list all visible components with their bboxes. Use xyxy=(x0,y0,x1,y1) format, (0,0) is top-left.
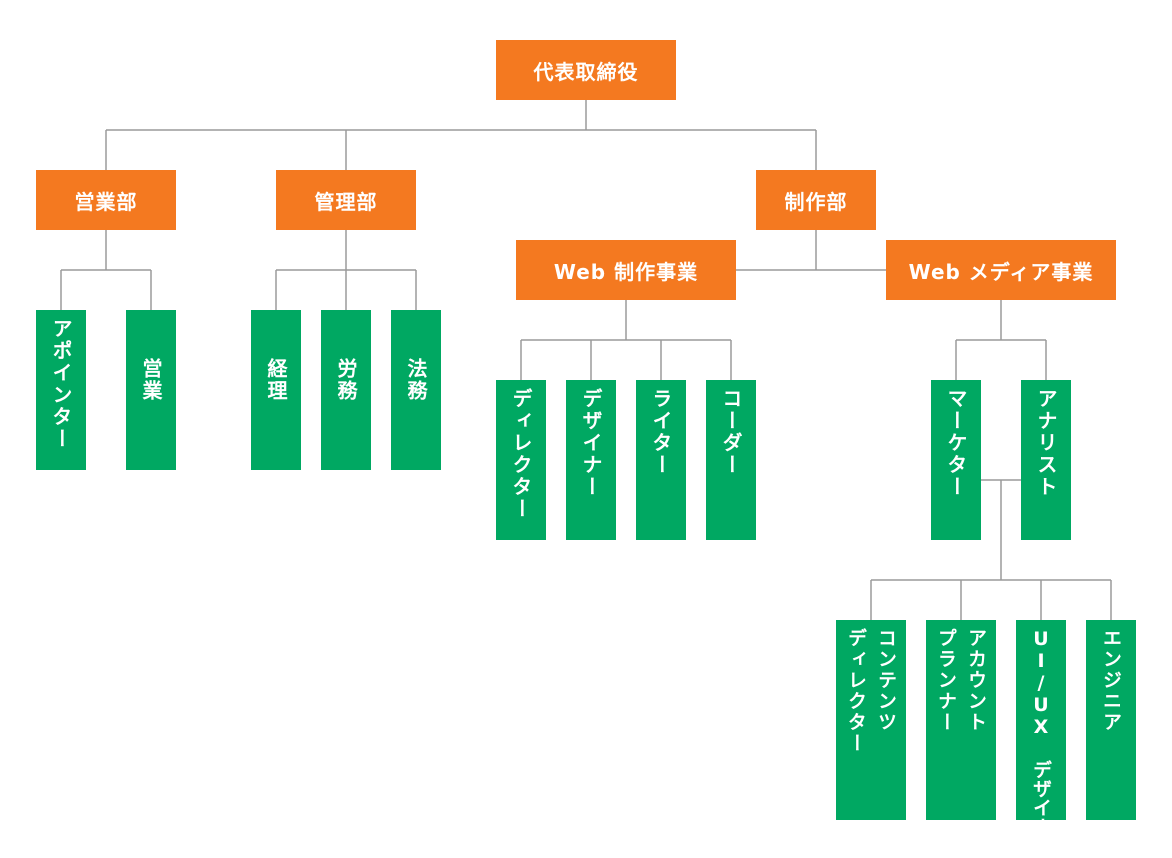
role-analyst: アナリスト xyxy=(1021,380,1071,540)
role-uiux-designer-label: UI/UX デザイナー xyxy=(1030,628,1052,855)
role-writer-label: ライター xyxy=(649,388,673,476)
sales-department-box: 営業部 xyxy=(36,170,176,230)
role-designer: デザイナー xyxy=(566,380,616,540)
role-content-director: コンテンツ ディレクター xyxy=(836,620,906,820)
role-designer-label: デザイナー xyxy=(579,388,603,498)
role-director: ディレクター xyxy=(496,380,546,540)
role-account-planner-label: アカウント プランナー xyxy=(935,628,987,733)
role-engineer: エンジニア xyxy=(1086,620,1136,820)
role-analyst-label: アナリスト xyxy=(1034,388,1058,498)
ceo-box: 代表取締役 xyxy=(496,40,676,100)
role-appointer-label: アポインター xyxy=(49,318,73,450)
role-marketer-label: マーケター xyxy=(944,388,968,498)
role-accounting-label: 経理 xyxy=(264,358,288,402)
role-account-planner: アカウント プランナー xyxy=(926,620,996,820)
role-labor: 労務 xyxy=(321,310,371,470)
web-production-division-box: Web 制作事業 xyxy=(516,240,736,300)
role-accounting: 経理 xyxy=(251,310,301,470)
role-content-director-label: コンテンツ ディレクター xyxy=(845,628,897,754)
role-director-label: ディレクター xyxy=(509,388,533,520)
production-department-box: 制作部 xyxy=(756,170,876,230)
role-sales: 営業 xyxy=(126,310,176,470)
role-appointer: アポインター xyxy=(36,310,86,470)
role-engineer-label: エンジニア xyxy=(1100,628,1122,733)
role-labor-label: 労務 xyxy=(334,358,358,402)
role-coder: コーダー xyxy=(706,380,756,540)
role-marketer: マーケター xyxy=(931,380,981,540)
role-sales-label: 営業 xyxy=(139,358,163,402)
role-uiux-designer: UI/UX デザイナー xyxy=(1016,620,1066,855)
role-legal: 法務 xyxy=(391,310,441,470)
role-legal-label: 法務 xyxy=(404,358,428,402)
role-coder-label: コーダー xyxy=(719,388,743,476)
web-media-division-box: Web メディア事業 xyxy=(886,240,1116,300)
admin-department-box: 管理部 xyxy=(276,170,416,230)
role-writer: ライター xyxy=(636,380,686,540)
